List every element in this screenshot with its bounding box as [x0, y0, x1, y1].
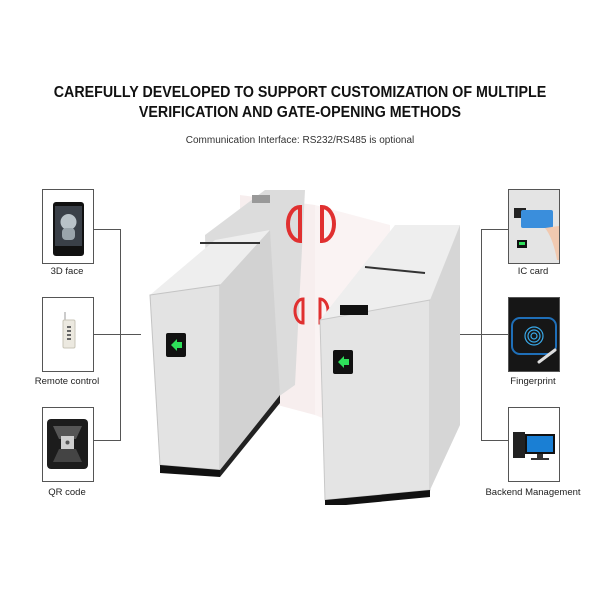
- ic-card-icon: [509, 190, 559, 263]
- connector-left-1: [93, 229, 121, 230]
- method-box-fingerprint: [508, 297, 560, 372]
- method-box-ic-card: [508, 189, 560, 264]
- method-label-3d-face: 3D face: [50, 266, 84, 277]
- method-label-fingerprint: Fingerprint: [510, 376, 556, 387]
- connector-left-3: [93, 440, 121, 441]
- subtitle: Communication Interface: RS232/RS485 is …: [185, 135, 415, 146]
- connector-right-3: [481, 440, 509, 441]
- method-label-qr-code: QR code: [48, 487, 86, 498]
- connector-right-1: [481, 229, 509, 230]
- connector-left-2: [93, 334, 141, 335]
- connector-right-2: [460, 334, 509, 335]
- fingerprint-icon: [509, 298, 559, 371]
- method-label-ic-card: IC card: [517, 266, 549, 277]
- flap-barrier-gate-illustration: [149, 190, 460, 505]
- qr-scanner-icon: [47, 419, 88, 469]
- method-box-qr-code: [42, 407, 94, 482]
- method-box-backend-management: [508, 407, 560, 482]
- method-label-remote-control: Remote control: [34, 376, 100, 387]
- connector-right-vertical: [481, 229, 482, 441]
- method-label-backend-management: Backend Management: [485, 487, 581, 498]
- page-title-line1: CAREFULLY DEVELOPED TO SUPPORT CUSTOMIZA…: [53, 84, 547, 101]
- page-title-line2: VERIFICATION AND GATE-OPENING METHODS: [138, 104, 462, 121]
- remote-control-icon: [62, 312, 76, 349]
- method-box-3d-face: [42, 189, 94, 264]
- connector-left-vertical: [120, 229, 121, 441]
- face-recognition-terminal-icon: [53, 202, 84, 256]
- computer-icon: [513, 432, 555, 460]
- method-box-remote-control: [42, 297, 94, 372]
